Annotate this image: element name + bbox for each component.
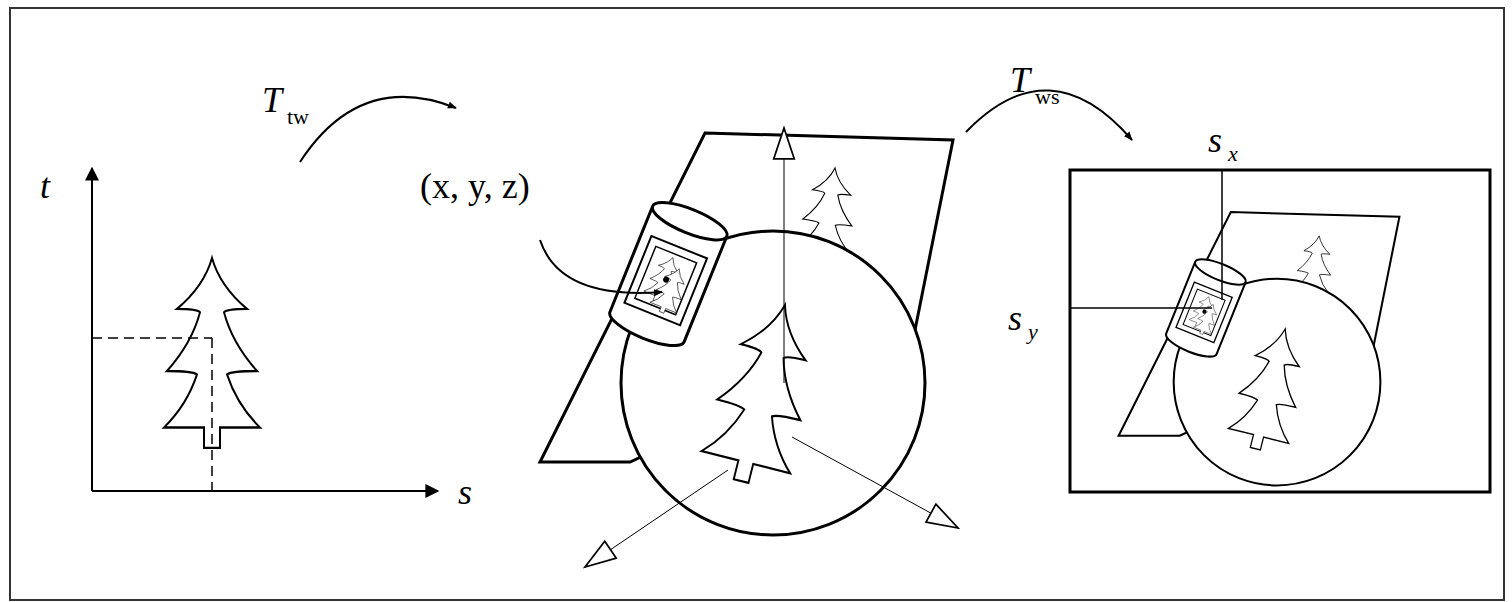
transform-symbol: T <box>262 82 282 118</box>
axis-label: s <box>458 474 472 510</box>
transform-symbol: T <box>1010 62 1030 98</box>
transform-subscript: ws <box>1035 86 1059 108</box>
point-label: (x, y, z) <box>420 168 530 204</box>
screen-subscript: y <box>1028 321 1038 343</box>
screen-coordinate: s <box>1008 300 1022 336</box>
transform-subscript: tw <box>287 106 309 128</box>
axis-label: t <box>40 168 50 204</box>
screen-coordinate: s <box>1208 122 1222 158</box>
screen-subscript: x <box>1228 143 1238 165</box>
outer-frame <box>10 8 1504 600</box>
